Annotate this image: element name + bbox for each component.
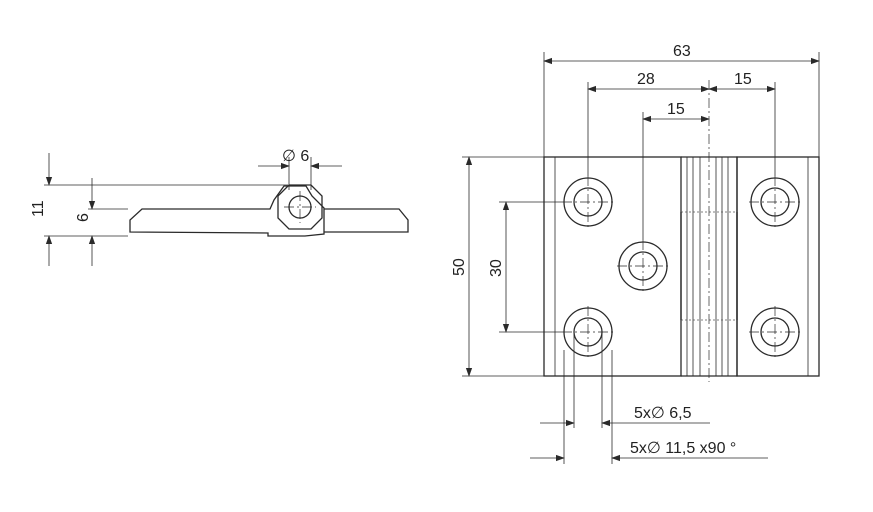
front-view-center-hole-offset: 15 [667,101,685,118]
front-view-overall-height: 50 [451,258,468,276]
countersink-callout: 5x∅ 11,5 x90 ° [630,440,736,457]
side-view-plate-thickness: 6 [75,213,92,222]
side-view: ∅ 6 11 6 [30,148,409,266]
side-view-hole-diameter: ∅ 6 [282,148,309,165]
mounting-hole-top-left [562,176,614,228]
side-view-left-leaf [129,185,325,237]
front-view-left-leaf [543,156,682,377]
through-hole-callout: 5x∅ 6,5 [634,405,692,422]
side-view-right-leaf [324,208,409,233]
front-view-overall-width: 63 [673,43,691,60]
front-view-knuckle-offset: 15 [734,71,752,88]
mounting-hole-bottom-left [562,306,614,358]
mounting-hole-top-right [749,176,801,228]
mounting-hole-bottom-right [749,306,801,358]
front-view-hole-span: 28 [637,71,655,88]
front-view: 63 28 15 15 50 30 5x∅ 6,5 [451,43,820,464]
front-view-hole-spacing: 30 [488,259,505,277]
mounting-hole-center [617,240,669,292]
side-view-knuckle [277,184,323,230]
front-view-right-leaf [736,156,820,377]
side-view-total-height: 11 [30,200,47,217]
